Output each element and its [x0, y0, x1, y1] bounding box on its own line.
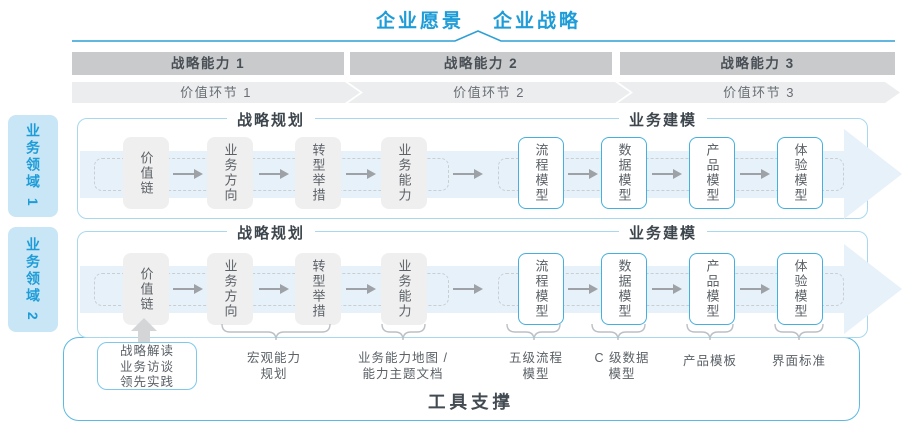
- annotation-level5-process-model: 五级流程 模型: [508, 351, 564, 381]
- box-transformation-initiatives: 转型举措: [295, 253, 341, 325]
- dashed-pipeline-segment: [498, 158, 844, 191]
- arrow-icon: [173, 169, 203, 179]
- value-link-2-chevron: 价值环节 2: [348, 82, 630, 103]
- value-link-1-chevron: 价值环节 1: [72, 82, 360, 103]
- box-value-chain: 价值链: [123, 253, 169, 325]
- annotation-capability-map: 业务能力地图 / 能力主题文档: [358, 351, 448, 381]
- strategic-capability-3: 战略能力 3: [620, 52, 895, 75]
- box-business-capability: 业务能力: [381, 253, 427, 325]
- domain-1-swimlane: 战略规划 业务建模 价值链 业务方向 转型举措 业务能力 流程模型 数据模型 产…: [77, 109, 902, 219]
- tool-support-title: 工具支撑: [428, 392, 514, 412]
- arrow-icon: [652, 169, 682, 179]
- arrow-icon: [259, 169, 289, 179]
- arrow-icon: [740, 284, 770, 294]
- arrow-icon: [453, 284, 483, 294]
- box-data-model: 数据模型: [601, 137, 647, 209]
- box-data-model: 数据模型: [601, 253, 647, 325]
- up-arrow-icon: [131, 318, 157, 331]
- arrow-icon: [652, 284, 682, 294]
- arrow-icon: [568, 284, 598, 294]
- box-process-model: 流程模型: [518, 137, 564, 209]
- box-business-capability: 业务能力: [381, 137, 427, 209]
- annotation-macro-capability-planning: 宏观能力 规划: [246, 351, 302, 381]
- flow-band-arrowhead-icon: [844, 129, 902, 219]
- box-business-direction: 业务方向: [207, 253, 253, 325]
- vision-divider-line: [72, 30, 895, 42]
- arrow-icon: [259, 284, 289, 294]
- business-modeling-header-row1: 业务建模: [618, 109, 708, 130]
- strategy-planning-header-row2: 战略规划: [226, 222, 316, 243]
- strategic-capability-1: 战略能力 1: [72, 52, 344, 75]
- box-business-direction: 业务方向: [207, 137, 253, 209]
- flow-band-arrowhead-icon: [844, 244, 902, 334]
- box-transformation-initiatives: 转型举措: [295, 137, 341, 209]
- business-modeling-header-row2: 业务建模: [618, 222, 708, 243]
- business-domain-2-text: 业务领域 2: [25, 236, 41, 323]
- arrow-icon: [346, 284, 376, 294]
- arrow-icon: [568, 169, 598, 179]
- business-domain-1-text: 业务领域 1: [25, 123, 41, 209]
- dashed-pipeline-segment: [498, 273, 844, 306]
- strategic-capability-2: 战略能力 2: [350, 52, 612, 75]
- up-arrow-stem: [138, 330, 150, 343]
- box-value-chain: 价值链: [123, 137, 169, 209]
- dashed-pipeline-segment: [94, 273, 449, 306]
- annotation-product-template: 产品模板: [682, 354, 738, 368]
- business-domain-2-label: 业务领域 2: [8, 227, 58, 332]
- annotation-c-level-data-model: C 级数据 模型: [594, 351, 650, 381]
- box-product-model: 产品模型: [689, 253, 735, 325]
- domain-2-swimlane: 战略规划 业务建模 价值链 业务方向 转型举措 业务能力 流程模型 数据模型 产…: [77, 222, 902, 338]
- strategy-planning-header-row1: 战略规划: [226, 109, 316, 130]
- annotation-ui-standard: 界面标准: [771, 354, 827, 368]
- value-link-3-chevron: 价值环节 3: [618, 82, 900, 103]
- arrow-icon: [346, 169, 376, 179]
- box-experience-model: 体验模型: [777, 253, 823, 325]
- business-domain-1-label: 业务领域 1: [8, 115, 58, 217]
- strategy-inputs-callout: 战略解读 业务访谈 领先实践: [97, 342, 197, 390]
- enterprise-strategy-title: 企业战略: [492, 11, 582, 32]
- box-product-model: 产品模型: [689, 137, 735, 209]
- box-experience-model: 体验模型: [777, 137, 823, 209]
- arrow-icon: [453, 169, 483, 179]
- arrow-icon: [173, 284, 203, 294]
- arrow-icon: [740, 169, 770, 179]
- enterprise-vision-title: 企业愿景: [375, 11, 465, 32]
- box-process-model: 流程模型: [518, 253, 564, 325]
- dashed-pipeline-segment: [94, 158, 449, 191]
